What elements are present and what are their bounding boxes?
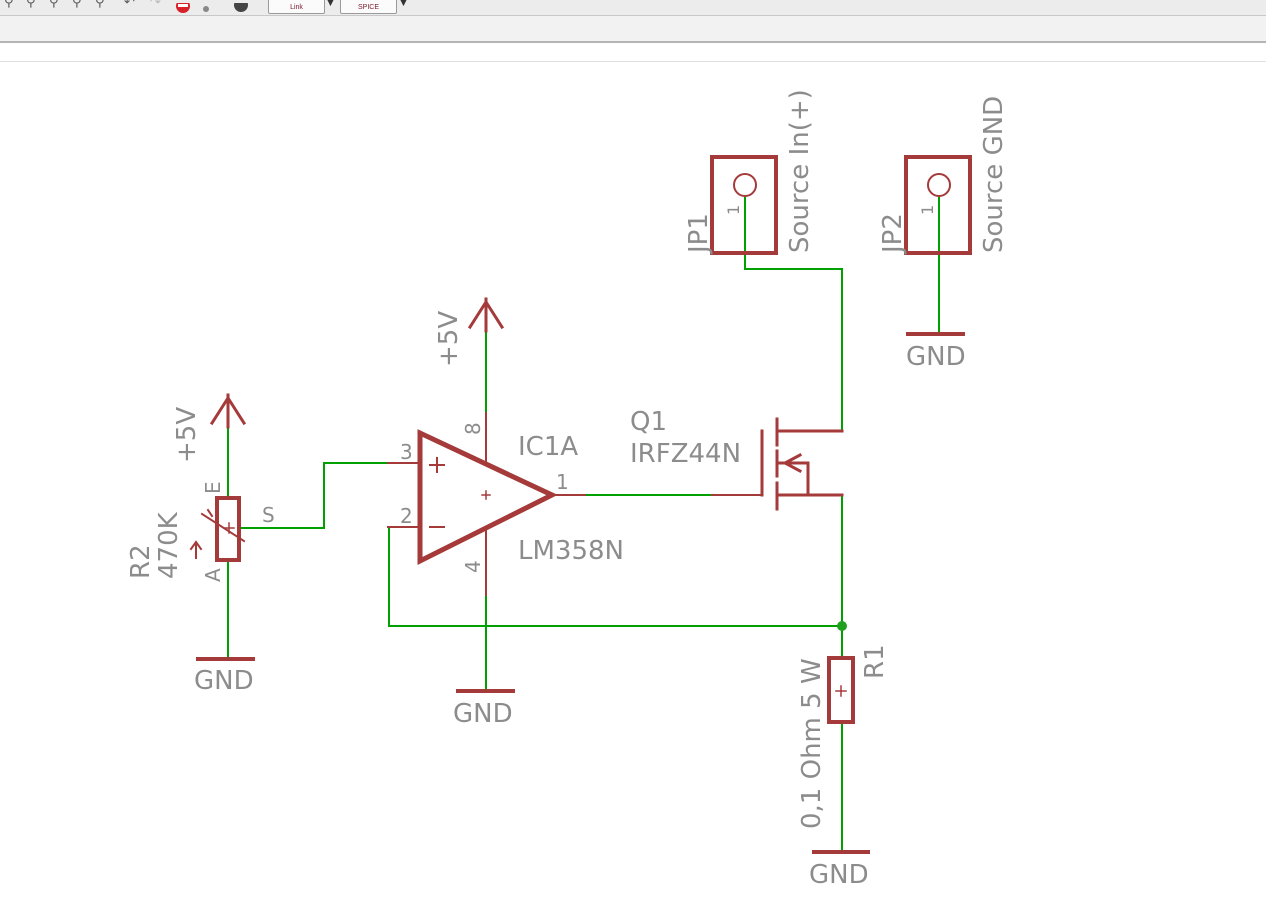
net-jp1-drain <box>744 197 843 432</box>
gnd-label-jp2: GND <box>906 342 966 372</box>
jp2-name: JP2 <box>878 213 908 255</box>
symbols <box>189 155 972 854</box>
fusion-link-label: Link <box>290 4 303 11</box>
r1-symbol <box>827 656 855 724</box>
undo-icon[interactable]: ↶ <box>124 0 135 10</box>
ic1-value: LM358N <box>518 536 624 566</box>
net-r2-wiper <box>241 462 419 529</box>
jp1-symbol <box>710 155 778 255</box>
ic1-pin-vcc: 8 <box>461 422 485 435</box>
r1-value: 0,1 Ohm 5 W <box>797 658 827 829</box>
supply-5v-label-r2: +5V <box>172 407 202 463</box>
labels: JP1 Source In(+) 1 JP2 Source GND 1 GND … <box>126 89 1009 890</box>
gnd-label-r2: GND <box>194 666 254 696</box>
spice-label: SPICE <box>357 4 379 11</box>
ic1-pin-minus: 2 <box>400 504 413 528</box>
redo-icon[interactable]: ↷ <box>150 0 161 10</box>
dot-icon[interactable] <box>200 0 214 12</box>
jp2-symbol <box>904 155 972 255</box>
q1-value: IRFZ44N <box>630 439 741 469</box>
schematic-drawing: JP1 Source In(+) 1 JP2 Source GND 1 GND … <box>126 89 1009 890</box>
supply-5v-opamp-symbol <box>467 297 505 333</box>
zoom-select-icon[interactable]: ⚲ <box>72 0 82 10</box>
zoom-fit-icon[interactable]: ⚲ <box>4 0 14 10</box>
jp1-name: JP1 <box>684 213 714 255</box>
schematic-canvas[interactable]: JP1 Source In(+) 1 JP2 Source GND 1 GND … <box>0 61 1266 899</box>
r2-value: 470K <box>154 511 184 579</box>
ic1-pin-out: 1 <box>556 470 569 494</box>
jp2-pin: 1 <box>918 205 937 215</box>
r2-pin-e: E <box>201 481 225 494</box>
help-icon[interactable] <box>233 0 248 12</box>
gnd-label-r1: GND <box>809 860 869 890</box>
q1-name: Q1 <box>630 407 667 437</box>
r2-symbol <box>189 496 281 562</box>
fusion-link-button[interactable]: Link <box>268 0 325 14</box>
zoom-in-icon[interactable]: ⚲ <box>26 0 36 10</box>
jp1-pin: 1 <box>724 205 743 215</box>
r2-name: R2 <box>126 544 156 579</box>
redraw-icon[interactable]: ⚲ <box>95 0 105 10</box>
spice-button[interactable]: SPICE <box>340 0 397 14</box>
ic1-pin-gnd: 4 <box>461 560 485 573</box>
toolbar: ⚲ ⚲ ⚲ ⚲ ⚲ ↶ ↷ Link ▼ SPICE ▼ <box>0 0 1266 16</box>
r2-pin-a: A <box>201 568 225 582</box>
command-bar[interactable] <box>0 16 1266 43</box>
wires <box>227 197 940 852</box>
stop-icon[interactable] <box>175 0 190 13</box>
jp1-value: Source In(+) <box>785 89 815 253</box>
junction-dot <box>837 621 847 631</box>
supply-5v-r2-symbol <box>209 393 247 429</box>
r1-name: R1 <box>860 644 890 679</box>
fusion-dropdown-icon[interactable]: ▼ <box>327 0 334 8</box>
mosfet-symbol <box>711 417 844 511</box>
zoom-out-icon[interactable]: ⚲ <box>49 0 59 10</box>
r2-pin-s: S <box>262 503 275 527</box>
gnd-label-opamp: GND <box>453 699 513 729</box>
spice-dropdown-icon[interactable]: ▼ <box>400 0 407 8</box>
ic1-pin-plus: 3 <box>400 440 413 464</box>
ic1-name: IC1A <box>518 432 578 462</box>
jp2-value: Source GND <box>979 96 1009 253</box>
opamp-symbol <box>387 412 586 596</box>
supply-5v-label-opamp: +5V <box>434 311 464 367</box>
